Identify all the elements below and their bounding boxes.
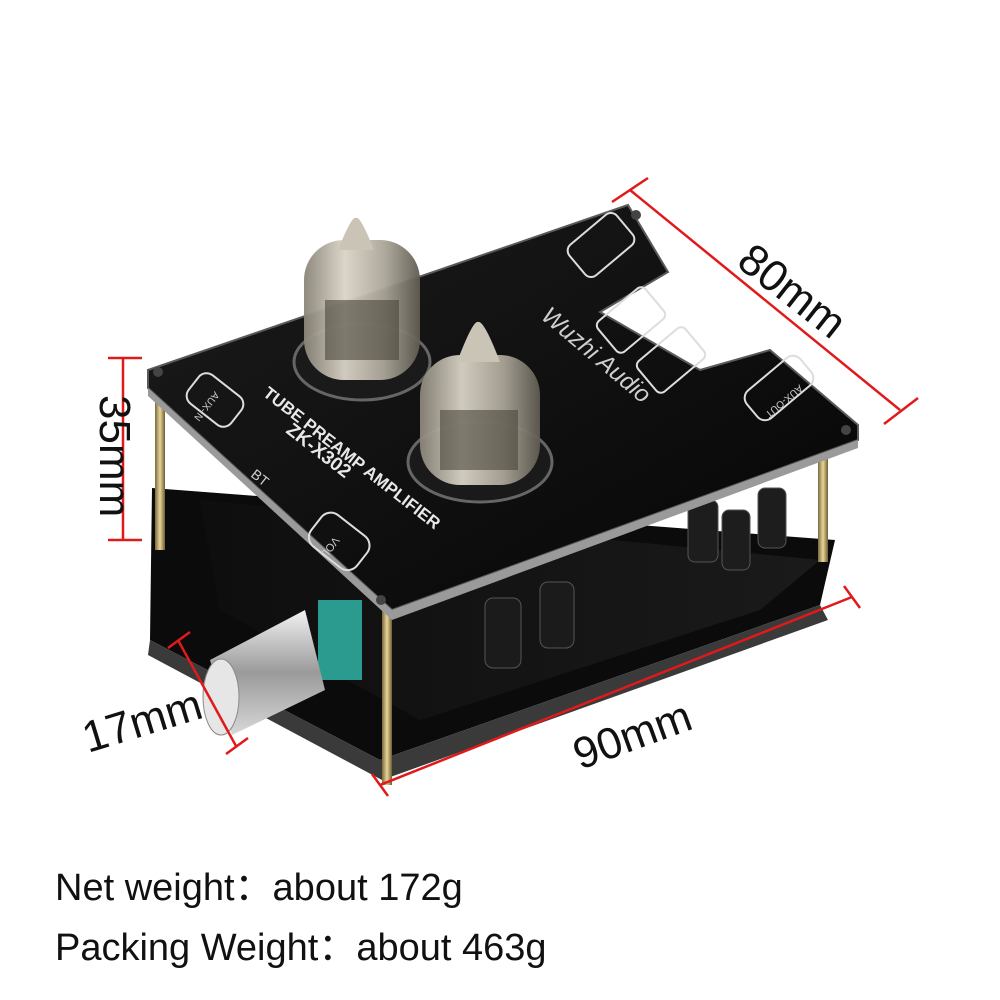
packing-weight-row: Packing Weight：about 463g	[55, 918, 955, 978]
net-weight-key: Net weight：	[55, 867, 273, 909]
packing-weight-key: Packing Weight：	[55, 927, 357, 969]
depth-label: 80mm	[729, 234, 856, 348]
height-label: 35mm	[90, 395, 139, 517]
vacuum-tube-right	[406, 321, 554, 504]
capacitors	[484, 487, 787, 669]
dimension-lines	[108, 176, 919, 797]
volume-knob	[202, 600, 362, 736]
net-weight-row: Net weight：about 172g	[55, 858, 955, 918]
packing-weight-value: about 463g	[356, 927, 547, 969]
knob-label: 17mm	[77, 680, 208, 763]
standoffs	[155, 385, 828, 785]
vacuum-tube-left	[292, 217, 432, 402]
net-weight-value: about 172g	[272, 867, 463, 909]
specs: Net weight：about 172g Packing Weight：abo…	[55, 858, 955, 978]
